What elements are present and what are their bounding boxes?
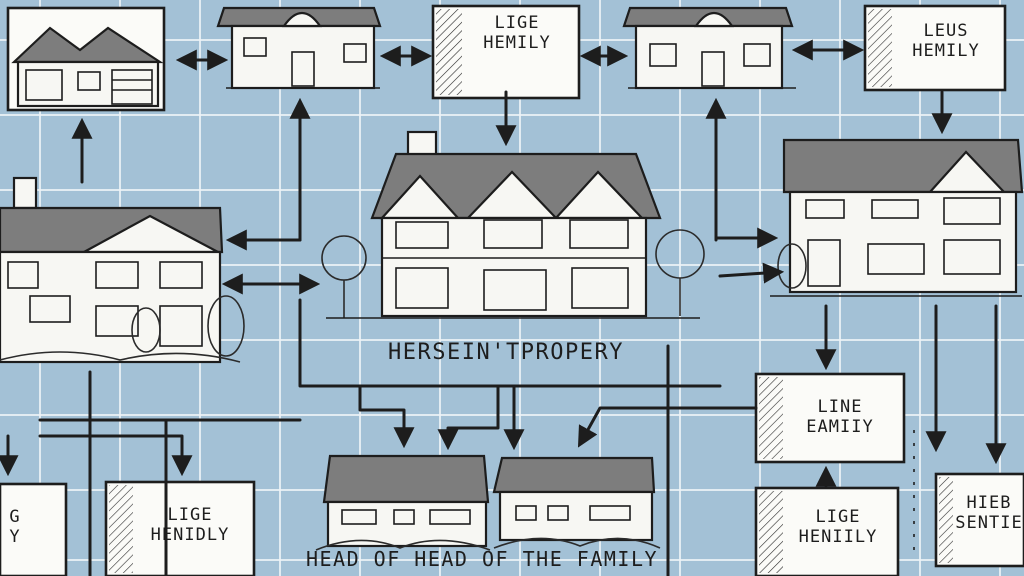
box-bottom-far-left xyxy=(0,482,68,576)
box-bottom-far-left-label: G Y xyxy=(9,507,21,547)
box-top-middle-label: LIGE HEMILY xyxy=(483,13,551,53)
box-right-middle-label: LINE EAMIIY xyxy=(806,397,874,437)
house-bottom-a xyxy=(315,454,491,551)
house-top-small-b xyxy=(622,6,796,90)
connectors xyxy=(0,39,1007,576)
house-center-main xyxy=(321,130,705,319)
house-right-large xyxy=(770,138,1024,297)
box-top-right-label: LEUS HEMILY xyxy=(912,21,980,61)
house-top-small-a xyxy=(216,6,382,90)
box-top-right xyxy=(863,4,1007,92)
house-top-left xyxy=(6,6,166,112)
center-property-caption: HERSEIN'TPROPERY xyxy=(388,340,624,365)
house-left-large xyxy=(0,176,245,364)
box-bottom-right-lower xyxy=(754,486,900,576)
box-bottom-left-label: LIGE HENIDLY xyxy=(150,505,230,545)
box-bottom-far-right xyxy=(934,472,1024,568)
bottom-family-caption: HEAD OF HEAD OF THE FAMILY xyxy=(305,547,659,571)
box-bottom-far-right-label: HIEB SENTIE xyxy=(955,493,1023,533)
box-top-middle xyxy=(431,4,581,100)
house-bottom-b xyxy=(492,456,661,549)
box-bottom-right-lower-label: LIGE HENIILY xyxy=(798,507,878,547)
box-right-middle xyxy=(754,372,906,464)
box-bottom-left xyxy=(104,480,256,576)
